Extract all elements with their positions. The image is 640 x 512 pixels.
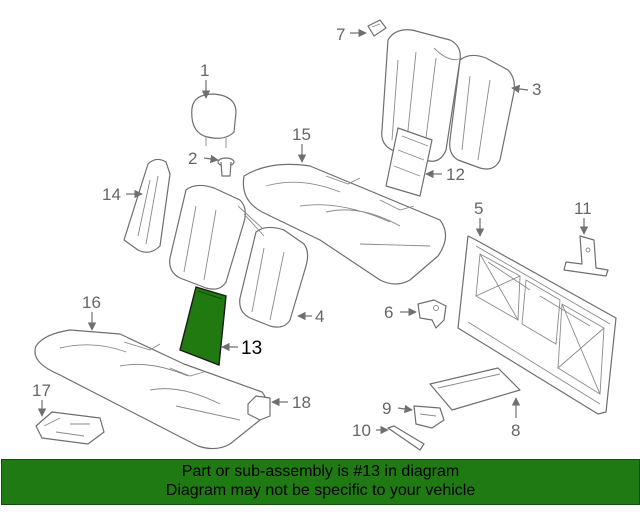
- callout-17: 17: [32, 381, 51, 400]
- part-11-bracket[interactable]: [563, 235, 609, 277]
- banner-line-disclaimer: Diagram may not be specific to your vehi…: [165, 482, 476, 499]
- part-5-seat-frame[interactable]: [457, 235, 617, 415]
- callout-16: 16: [82, 293, 101, 312]
- part-9-latch[interactable]: [413, 405, 445, 429]
- callout-8: 8: [511, 421, 520, 440]
- part-18-cap[interactable]: [247, 395, 271, 421]
- part-7-clip[interactable]: [367, 19, 387, 37]
- callout-labels: 1 2 3 4 5 6 7 8 9 10 11 12 13 14 15 16 1…: [32, 25, 592, 440]
- part-6-hinge[interactable]: [417, 299, 447, 329]
- part-12-back-panel[interactable]: [385, 127, 433, 197]
- part-13-highlighted-panel[interactable]: [179, 286, 227, 366]
- fitment-notice-banner: Part or sub-assembly is #13 in diagram D…: [1, 459, 640, 505]
- callout-1: 1: [200, 61, 209, 80]
- callout-3: 3: [532, 80, 541, 99]
- callout-6: 6: [384, 303, 393, 322]
- part-4-seat-back[interactable]: [169, 184, 309, 328]
- callout-11: 11: [574, 199, 592, 218]
- banner-line-part: Part or sub-assembly is #13 in diagram: [181, 463, 460, 480]
- callout-9: 9: [382, 399, 391, 418]
- part-1-headrest[interactable]: [191, 93, 237, 148]
- callout-15: 15: [292, 125, 311, 144]
- callout-2: 2: [188, 149, 197, 168]
- leader-lines: [37, 28, 589, 435]
- part-15-seat-cushion[interactable]: [242, 163, 447, 285]
- callout-10: 10: [352, 421, 371, 440]
- part-8-armrest-cover[interactable]: [429, 367, 521, 411]
- part-10-rod[interactable]: [387, 425, 425, 451]
- callout-7: 7: [336, 25, 345, 44]
- part-2-guide[interactable]: [217, 157, 235, 177]
- callout-12: 12: [446, 165, 465, 184]
- callout-18: 18: [292, 393, 311, 412]
- part-14-side-bolster[interactable]: [123, 158, 171, 253]
- callout-14: 14: [102, 185, 121, 204]
- part-3-upper-seat-back[interactable]: [381, 29, 515, 170]
- callout-5: 5: [474, 199, 483, 218]
- parts-diagram: 1 2 3 4 5 6 7 8 9 10 11 12 13 14 15 16 1…: [32, 19, 617, 451]
- callout-13: 13: [241, 338, 262, 359]
- callout-4: 4: [315, 307, 324, 326]
- part-17-base-tray[interactable]: [35, 411, 105, 445]
